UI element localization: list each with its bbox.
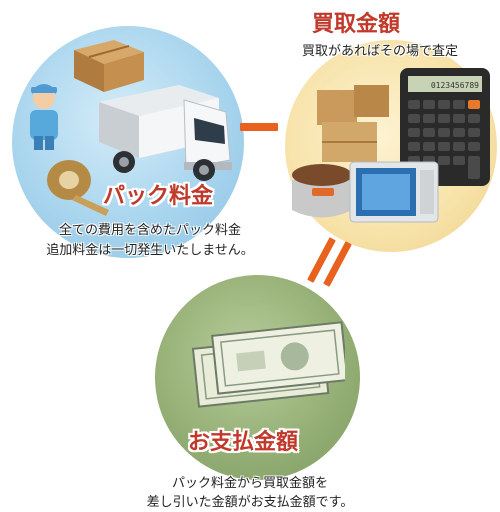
rice-cooker-icon: [292, 164, 352, 218]
payment-amount-title: お支払金額: [188, 430, 299, 455]
purchase-amount-title: 買取金額: [312, 12, 401, 37]
moving-truck-illustration: [30, 40, 232, 216]
payment-amount-desc-line1: パック料金から買取金額を: [171, 476, 328, 491]
calculator-icon: 0123456789: [400, 68, 490, 186]
calculator-display: 0123456789: [431, 81, 479, 90]
banknote-icon: [191, 321, 345, 408]
truck-icon: [99, 85, 232, 181]
banknotes-illustration: [191, 321, 345, 408]
minus-sign: [240, 123, 278, 131]
cardboard-boxes-icon: [317, 85, 389, 162]
worker-icon: [30, 84, 58, 150]
pack-fee-desc-line1: 全ての費用を含めたパック料金: [58, 223, 241, 238]
payment-amount-desc-line2: 差し引いた金額がお支払金額です。: [146, 495, 354, 510]
packing-tape-icon: [47, 160, 109, 216]
microwave-icon: [349, 161, 439, 223]
cardboard-box-icon: [74, 40, 144, 92]
appliances-illustration: 0123456789: [292, 68, 490, 223]
pack-fee-desc-line2: 追加料金は一切発生いたしません。: [46, 243, 254, 258]
purchase-amount-subtitle: 買取があればその場で査定: [301, 44, 458, 59]
pack-fee-title: パック料金: [103, 184, 214, 209]
